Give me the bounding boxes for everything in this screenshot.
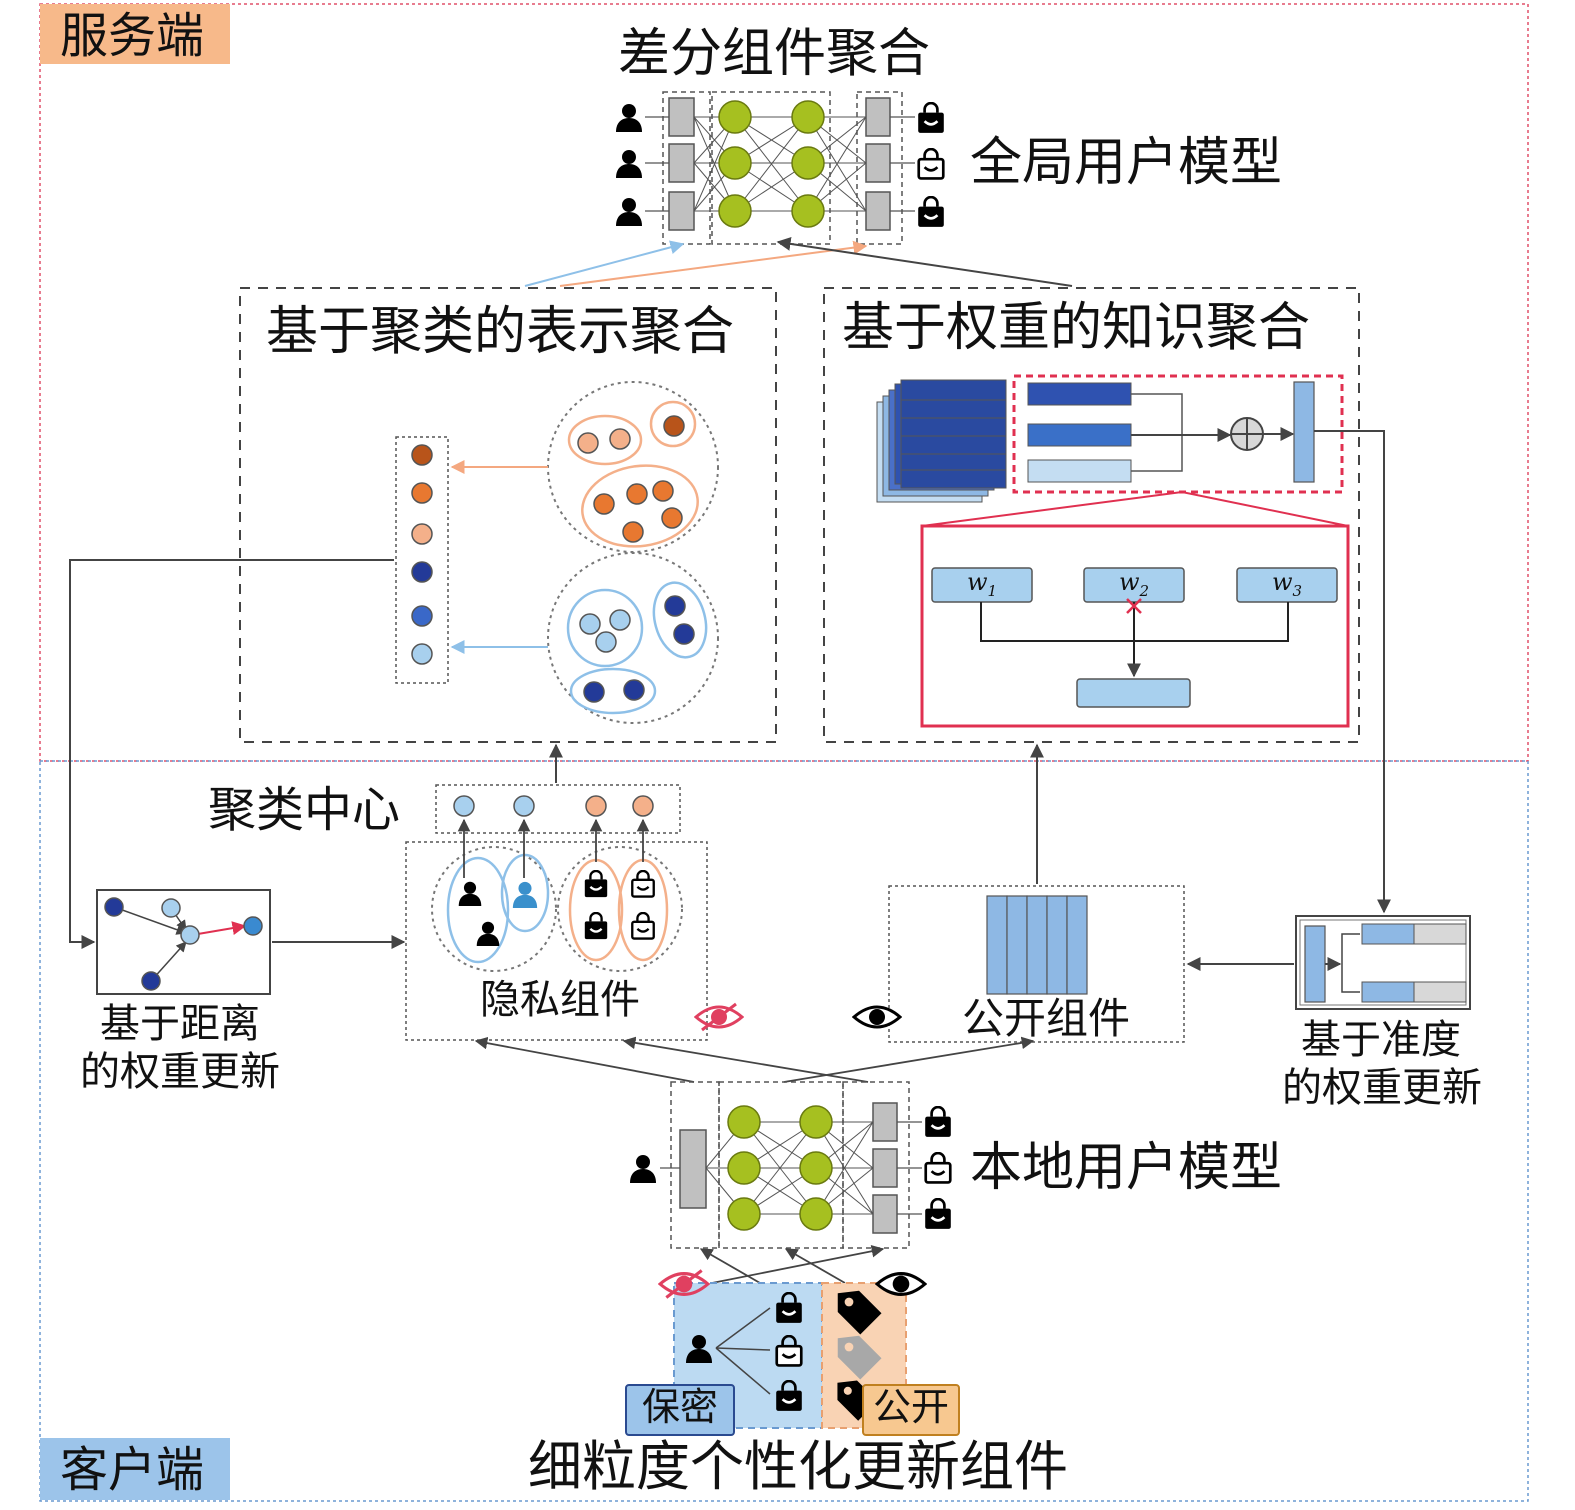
client-tag-bg <box>40 1438 230 1500</box>
weight-w2: w2 <box>1118 568 1150 600</box>
center-column <box>395 436 449 684</box>
cluster-center-label: 聚类中心 <box>208 782 401 838</box>
global-user-model <box>616 91 946 245</box>
public-component-box <box>888 885 1185 1043</box>
local-model-label: 本地用户模型 <box>970 1138 1283 1198</box>
bag-outline-icon <box>924 1152 952 1184</box>
accuracy-update-line2: 的权重更新 <box>1282 1065 1482 1111</box>
client-tag: 客户端 <box>60 1442 205 1498</box>
user-icon <box>630 1155 656 1183</box>
global-model-label: 全局用户模型 <box>970 133 1283 193</box>
bag-icon <box>923 1106 953 1138</box>
client-region <box>39 760 1529 1502</box>
private-component-label: 隐私组件 <box>480 977 640 1023</box>
bag-icon <box>916 102 946 134</box>
zoom-box <box>920 524 1350 728</box>
cluster-agg-box <box>239 287 777 743</box>
private-eye-off-icon <box>694 1002 744 1032</box>
server-tag-bg <box>40 4 230 64</box>
server-tag: 服务端 <box>60 8 205 64</box>
local-user-model <box>630 1081 953 1249</box>
bottom-title: 细粒度个性化更新组件 <box>528 1435 1068 1498</box>
accuracy-update-line1: 基于准度 <box>1301 1017 1461 1063</box>
user-icon <box>616 198 642 226</box>
weight-w3: w3 <box>1271 568 1303 600</box>
user-icon <box>616 104 642 132</box>
public-tag: 公开 <box>862 1384 960 1436</box>
weight-agg-title: 基于权重的知识聚合 <box>842 298 1311 358</box>
secret-tag: 保密 <box>625 1384 735 1436</box>
cluster-center-row <box>435 784 681 834</box>
weight-agg-box <box>823 287 1360 743</box>
red-dashed-box <box>1012 374 1344 494</box>
bag-icon <box>916 196 946 228</box>
distance-update-line1: 基于距离 <box>100 1001 260 1047</box>
private-component-box <box>405 841 708 1041</box>
bag-icon <box>923 1198 953 1230</box>
public-component-label: 公开组件 <box>962 994 1131 1043</box>
weight-w1: w1 <box>966 568 998 600</box>
user-icon <box>616 150 642 178</box>
public-eye-icon <box>852 1005 902 1029</box>
embedding-stack <box>876 379 1007 503</box>
bag-outline-icon <box>917 148 945 180</box>
cluster-agg-title: 基于聚类的表示聚合 <box>266 302 735 362</box>
distance-update-line2: 的权重更新 <box>80 1049 280 1095</box>
diff-agg-title: 差分组件聚合 <box>618 24 931 84</box>
